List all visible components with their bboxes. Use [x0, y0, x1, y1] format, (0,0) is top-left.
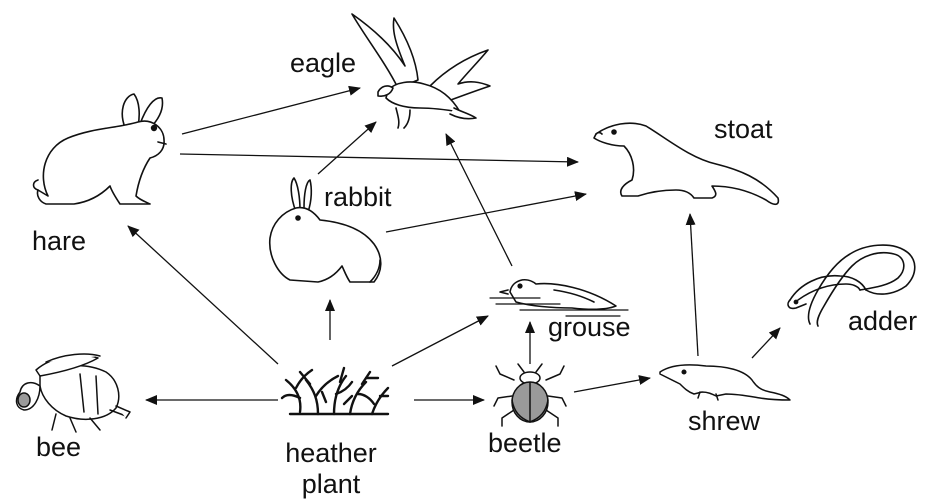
label-eagle: eagle: [290, 50, 356, 77]
grouse-icon: [490, 280, 628, 316]
label-stoat: stoat: [714, 116, 773, 143]
label-shrew: shrew: [688, 408, 760, 435]
label-hare: hare: [32, 228, 86, 255]
food-web-arrows: [128, 88, 780, 400]
beetle-icon: [494, 364, 566, 426]
label-rabbit: rabbit: [324, 184, 392, 211]
label-grouse: grouse: [548, 314, 631, 341]
label-adder: adder: [848, 308, 917, 335]
label-heather-plant: heather plant: [272, 438, 390, 500]
label-heather-line2: plant: [272, 469, 390, 500]
arrow-rabbit-to-eagle: [318, 122, 376, 174]
arrow-hare-to-stoat: [180, 154, 578, 162]
arrow-beetle-to-shrew: [574, 378, 650, 392]
arrow-heather-to-hare: [128, 226, 278, 364]
heather-plant-icon: [282, 368, 388, 414]
arrow-shrew-to-adder: [752, 328, 780, 358]
label-bee: bee: [36, 434, 81, 461]
eagle-icon: [352, 14, 490, 128]
arrow-hare-to-eagle: [182, 88, 360, 134]
label-heather-line1: heather: [272, 438, 390, 469]
arrow-heather-to-grouse: [392, 316, 488, 366]
arrow-grouse-to-eagle: [446, 134, 512, 266]
label-beetle: beetle: [488, 430, 562, 457]
bee-icon: [17, 354, 130, 432]
hare-icon: [34, 94, 167, 204]
arrow-shrew-to-stoat: [690, 214, 698, 356]
shrew-icon: [660, 365, 790, 400]
